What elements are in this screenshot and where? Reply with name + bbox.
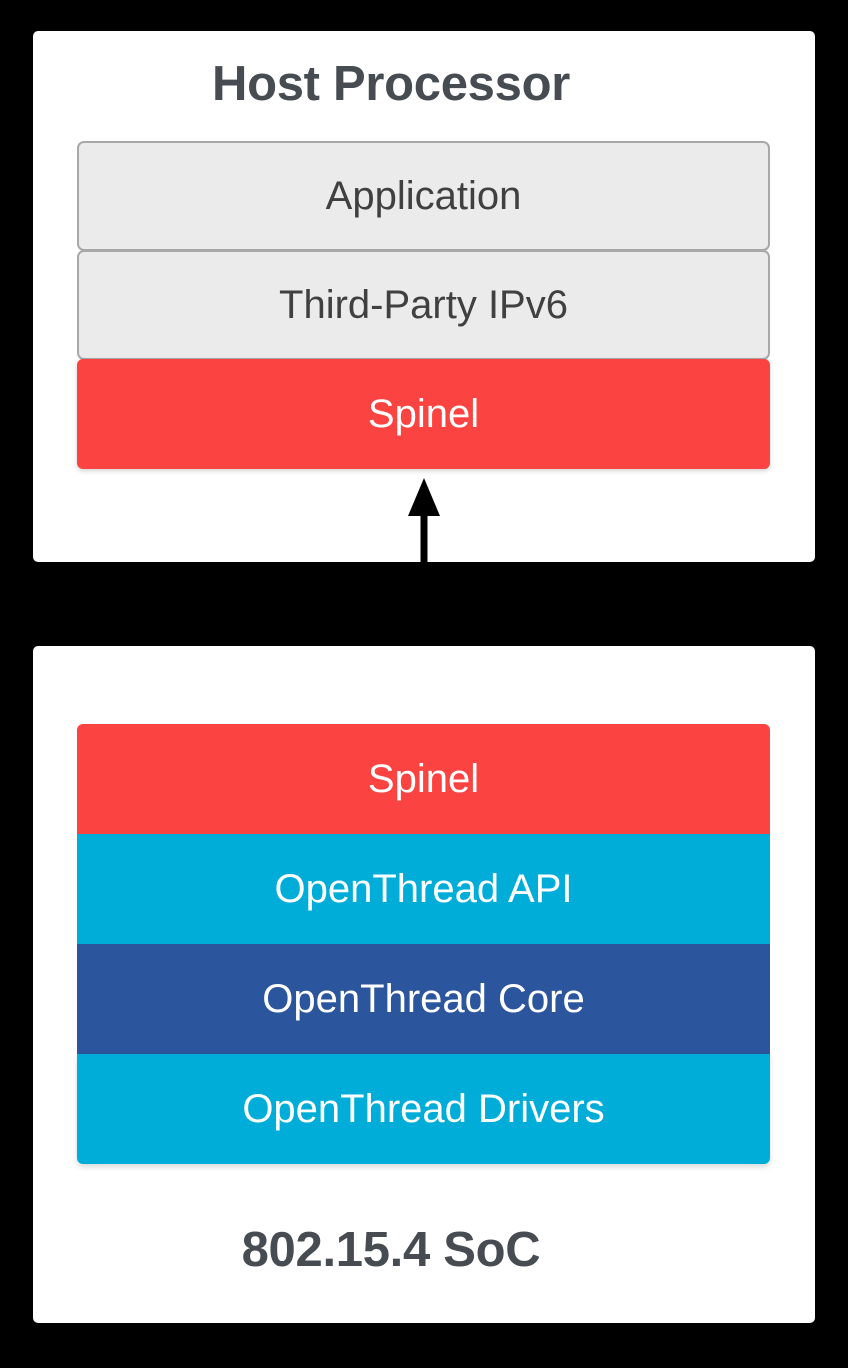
- layer-label: Third-Party IPv6: [279, 283, 568, 327]
- layer-label: OpenThread Core: [262, 977, 585, 1021]
- layer-box-openthread-api[interactable]: OpenThread API: [77, 834, 770, 944]
- layer-label: Spinel: [367, 757, 480, 801]
- layer-box-spinel-soc[interactable]: Spinel: [77, 724, 770, 834]
- soc-title: 802.15.4 SoC: [241, 1223, 541, 1277]
- layer-box-openthread-core[interactable]: OpenThread Core: [77, 944, 770, 1054]
- soc-layer-stack: Spinel OpenThread API OpenThread Core Op…: [77, 724, 770, 1164]
- layer-box-openthread-drivers[interactable]: OpenThread Drivers: [77, 1054, 770, 1164]
- layer-box-application[interactable]: Application: [77, 141, 770, 251]
- layer-label: OpenThread API: [274, 867, 573, 911]
- layer-label: Spinel: [367, 392, 480, 436]
- layer-box-spinel-host[interactable]: Spinel: [77, 359, 770, 469]
- host-processor-title: Host Processor: [212, 57, 570, 111]
- layer-label: Application: [325, 174, 522, 218]
- host-processor-layer-stack: Application Third-Party IPv6 Spinel: [77, 141, 770, 469]
- layer-box-third-party-ipv6[interactable]: Third-Party IPv6: [77, 250, 770, 360]
- layer-label: OpenThread Drivers: [242, 1087, 605, 1131]
